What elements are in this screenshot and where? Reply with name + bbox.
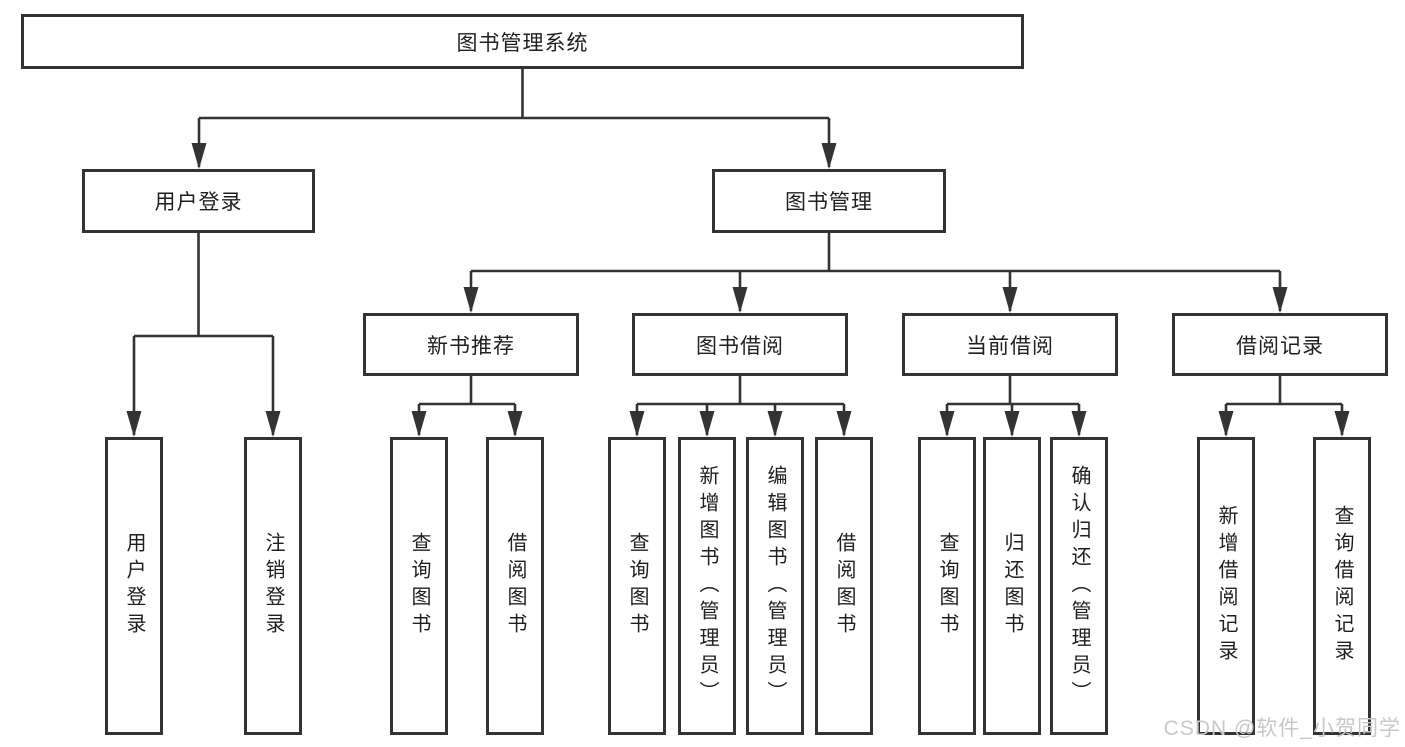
leaf-label: 查询图书 xyxy=(626,532,648,640)
node-label: 新书推荐 xyxy=(427,334,515,358)
leaf-query-borrow-record: 查询借阅记录 xyxy=(1313,437,1371,735)
leaf-borrow-books-recommend: 借阅图书 xyxy=(486,437,544,735)
leaf-query-books-borrow: 查询图书 xyxy=(608,437,666,735)
leaf-logout: 注销登录 xyxy=(244,437,302,735)
watermark: CSDN @软件_小贺同学 xyxy=(1163,717,1401,740)
leaf-label: 查询借阅记录 xyxy=(1331,505,1353,667)
node-label: 图书借阅 xyxy=(696,334,784,358)
node-borrow-records: 借阅记录 xyxy=(1172,313,1388,376)
leaf-query-books-current: 查询图书 xyxy=(918,437,976,735)
leaf-label: 借阅图书 xyxy=(504,532,526,640)
leaf-query-books-recommend: 查询图书 xyxy=(390,437,448,735)
leaf-borrow-books: 借阅图书 xyxy=(815,437,873,735)
leaf-edit-books-admin: 编辑图书（管理员） xyxy=(746,437,804,735)
node-user-login: 用户登录 xyxy=(82,169,315,233)
leaf-label: 用户登录 xyxy=(123,532,145,640)
leaf-add-borrow-record: 新增借阅记录 xyxy=(1197,437,1255,735)
node-library-management-system: 图书管理系统 xyxy=(21,14,1024,69)
node-label: 当前借阅 xyxy=(966,334,1054,358)
leaf-label: 查询图书 xyxy=(408,532,430,640)
node-new-book-recommend: 新书推荐 xyxy=(363,313,579,376)
node-label: 用户登录 xyxy=(154,191,243,214)
leaf-label: 查询图书 xyxy=(936,532,958,640)
node-label: 图书管理 xyxy=(785,191,873,214)
leaf-return-books: 归还图书 xyxy=(983,437,1041,735)
leaf-label: 新增借阅记录 xyxy=(1215,505,1237,667)
leaf-label: 新增图书（管理员） xyxy=(696,464,718,708)
leaf-label: 编辑图书（管理员） xyxy=(764,464,786,708)
node-label: 借阅记录 xyxy=(1236,334,1324,358)
node-book-borrow: 图书借阅 xyxy=(632,313,848,376)
node-book-management: 图书管理 xyxy=(712,169,946,233)
node-current-borrow: 当前借阅 xyxy=(902,313,1118,376)
node-label: 图书管理系统 xyxy=(456,31,589,55)
leaf-label: 借阅图书 xyxy=(833,532,855,640)
leaf-label: 归还图书 xyxy=(1001,532,1023,640)
leaf-user-login: 用户登录 xyxy=(105,437,163,735)
leaf-confirm-return-admin: 确认归还（管理员） xyxy=(1050,437,1108,735)
leaf-label: 注销登录 xyxy=(262,532,284,640)
leaf-add-books-admin: 新增图书（管理员） xyxy=(678,437,736,735)
leaf-label: 确认归还（管理员） xyxy=(1068,464,1090,708)
